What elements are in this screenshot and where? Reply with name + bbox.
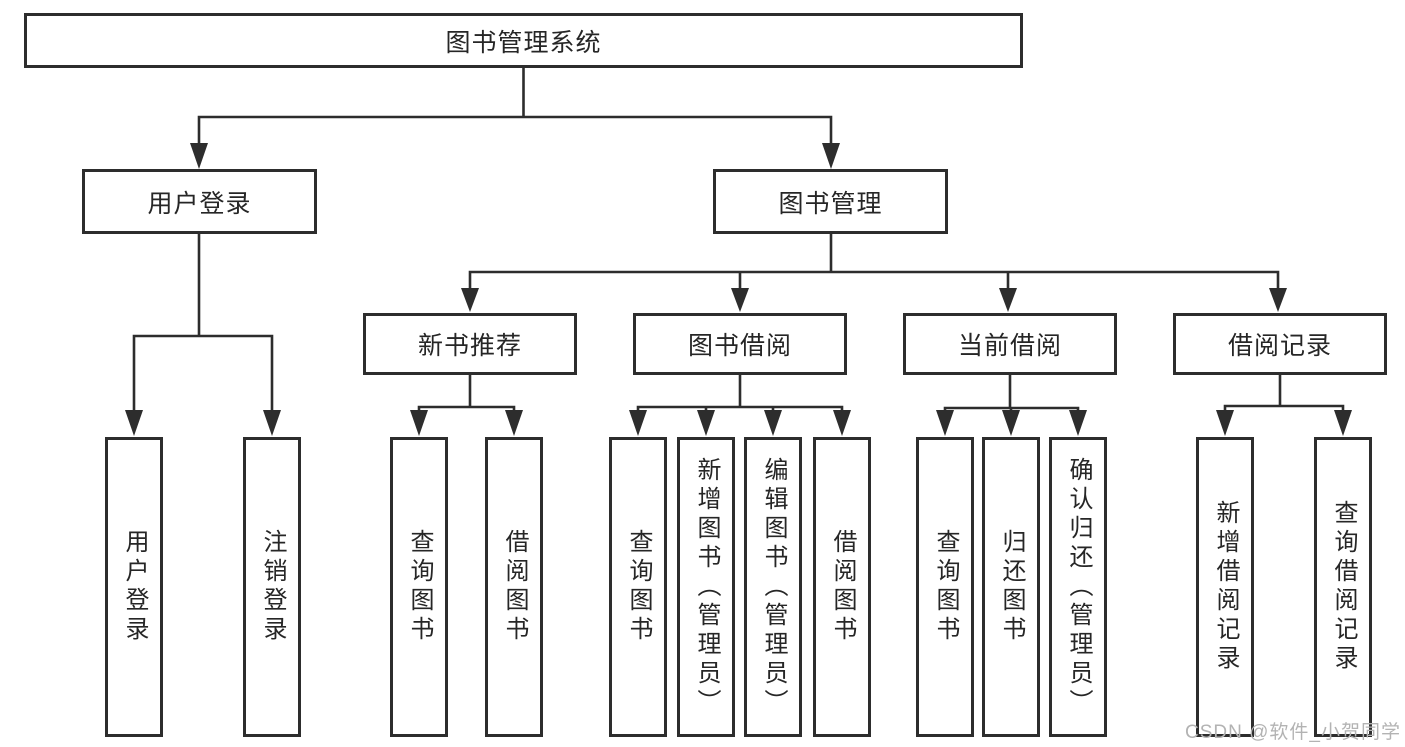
leaf-add-book-admin: 新增图书（管理员） [677, 437, 735, 737]
node-label: 注销登录 [259, 529, 286, 645]
csdn-watermark: CSDN @软件_小贺同学 [1185, 722, 1401, 743]
leaf-add-borrow-record: 新增借阅记录 [1196, 437, 1254, 737]
node-user-login: 用户登录 [82, 169, 317, 234]
node-label: 查询借阅记录 [1330, 500, 1357, 674]
node-label: 归还图书 [998, 529, 1025, 645]
node-library-management-system: 图书管理系统 [24, 13, 1023, 68]
node-label: 新书推荐 [417, 332, 522, 360]
node-label: 图书管理 [778, 189, 883, 218]
node-label: 新增图书（管理员） [693, 456, 720, 718]
leaf-query-books-borrowing: 查询图书 [609, 437, 667, 737]
node-book-management: 图书管理 [713, 169, 948, 234]
node-book-borrowing: 图书借阅 [633, 313, 847, 375]
node-borrowing-records: 借阅记录 [1173, 313, 1387, 375]
node-label: 新增借阅记录 [1212, 500, 1239, 674]
node-label: 确认归还（管理员） [1065, 456, 1092, 718]
node-label: 图书管理系统 [445, 28, 602, 57]
node-new-book-recommendation: 新书推荐 [363, 313, 577, 375]
leaf-edit-book-admin: 编辑图书（管理员） [744, 437, 802, 737]
leaf-logout: 注销登录 [243, 437, 301, 737]
node-label: 借阅记录 [1227, 332, 1332, 360]
leaf-query-books-current: 查询图书 [916, 437, 974, 737]
node-current-borrowing: 当前借阅 [903, 313, 1117, 375]
node-label: 借阅图书 [829, 529, 856, 645]
leaf-user-login: 用户登录 [105, 437, 163, 737]
node-label: 用户登录 [121, 529, 148, 645]
node-label: 查询图书 [406, 529, 433, 645]
node-label: 查询图书 [932, 529, 959, 645]
leaf-confirm-return-admin: 确认归还（管理员） [1049, 437, 1107, 737]
leaf-borrow-books: 借阅图书 [813, 437, 871, 737]
leaf-borrow-books-recommend: 借阅图书 [485, 437, 543, 737]
leaf-query-borrow-record: 查询借阅记录 [1314, 437, 1372, 737]
node-label: 编辑图书（管理员） [760, 456, 787, 718]
leaf-return-books: 归还图书 [982, 437, 1040, 737]
leaf-query-books-recommend: 查询图书 [390, 437, 448, 737]
node-label: 图书借阅 [687, 332, 792, 360]
node-label: 借阅图书 [501, 529, 528, 645]
node-label: 查询图书 [625, 529, 652, 645]
node-label: 用户登录 [147, 189, 252, 218]
node-label: 当前借阅 [957, 332, 1062, 360]
